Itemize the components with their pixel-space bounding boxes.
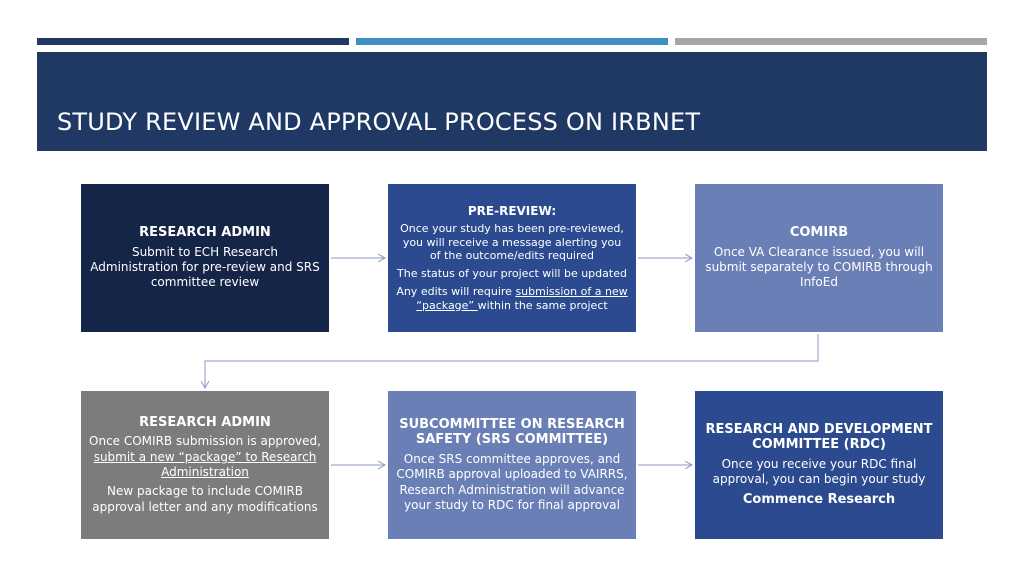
package-link[interactable]: submit a new “package” to Research Admin… bbox=[93, 449, 317, 480]
step-srs-committee: SUBCOMMITTEE ON RESEARCH SAFETY (SRS COM… bbox=[388, 391, 636, 539]
commence-research-label: Commence Research bbox=[742, 491, 896, 507]
package-link[interactable]: submission of a new “package” bbox=[416, 284, 628, 312]
page-title: STUDY REVIEW AND APPROVAL PROCESS ON IRB… bbox=[57, 108, 701, 136]
accent-bar-navy bbox=[37, 38, 349, 45]
step-heading: COMIRB bbox=[789, 225, 849, 241]
step-text: Any edits will require submission of a n… bbox=[396, 285, 628, 313]
step-text: Once your study has been pre-reviewed, y… bbox=[400, 221, 624, 263]
step-research-admin-submit: RESEARCH ADMIN Submit to ECH Research Ad… bbox=[81, 184, 329, 332]
accent-bar-blue bbox=[356, 38, 668, 45]
step-text: Once COMIRB submission is approved, subm… bbox=[89, 434, 321, 480]
step-text: New package to include COMIRB approval l… bbox=[92, 484, 318, 514]
step-heading: RESEARCH ADMIN bbox=[139, 225, 271, 241]
step-text: Once VA Clearance issued, you will submi… bbox=[705, 244, 933, 290]
title-banner: STUDY REVIEW AND APPROVAL PROCESS ON IRB… bbox=[37, 52, 987, 151]
step-text-segment: Any edits will require bbox=[396, 284, 516, 298]
step-text: Once SRS committee approves, and COMIRB … bbox=[396, 451, 628, 512]
step-heading: RESEARCH AND DEVELOPMENT COMMITTEE (RDC) bbox=[705, 421, 933, 453]
step-text-segment: Once COMIRB submission is approved, bbox=[89, 434, 321, 449]
accent-bar-gray bbox=[675, 38, 987, 45]
step-rdc: RESEARCH AND DEVELOPMENT COMMITTEE (RDC)… bbox=[695, 391, 943, 539]
step-text: Once you receive your RDC final approval… bbox=[712, 456, 926, 487]
arrow-elbow-down bbox=[205, 334, 819, 388]
step-text: Submit to ECH Research Administration fo… bbox=[90, 244, 320, 290]
step-comirb: COMIRB Once VA Clearance issued, you wil… bbox=[695, 184, 943, 332]
step-heading: PRE-REVIEW: bbox=[467, 203, 557, 218]
step-text: The status of your project will be updat… bbox=[397, 267, 627, 281]
step-research-admin-resubmit: RESEARCH ADMIN Once COMIRB submission is… bbox=[81, 391, 329, 539]
step-heading: RESEARCH ADMIN bbox=[139, 414, 271, 430]
step-pre-review: PRE-REVIEW: Once your study has been pre… bbox=[388, 184, 636, 332]
step-text-segment: within the same project bbox=[477, 298, 608, 312]
step-heading: SUBCOMMITTEE ON RESEARCH SAFETY (SRS COM… bbox=[399, 416, 625, 448]
